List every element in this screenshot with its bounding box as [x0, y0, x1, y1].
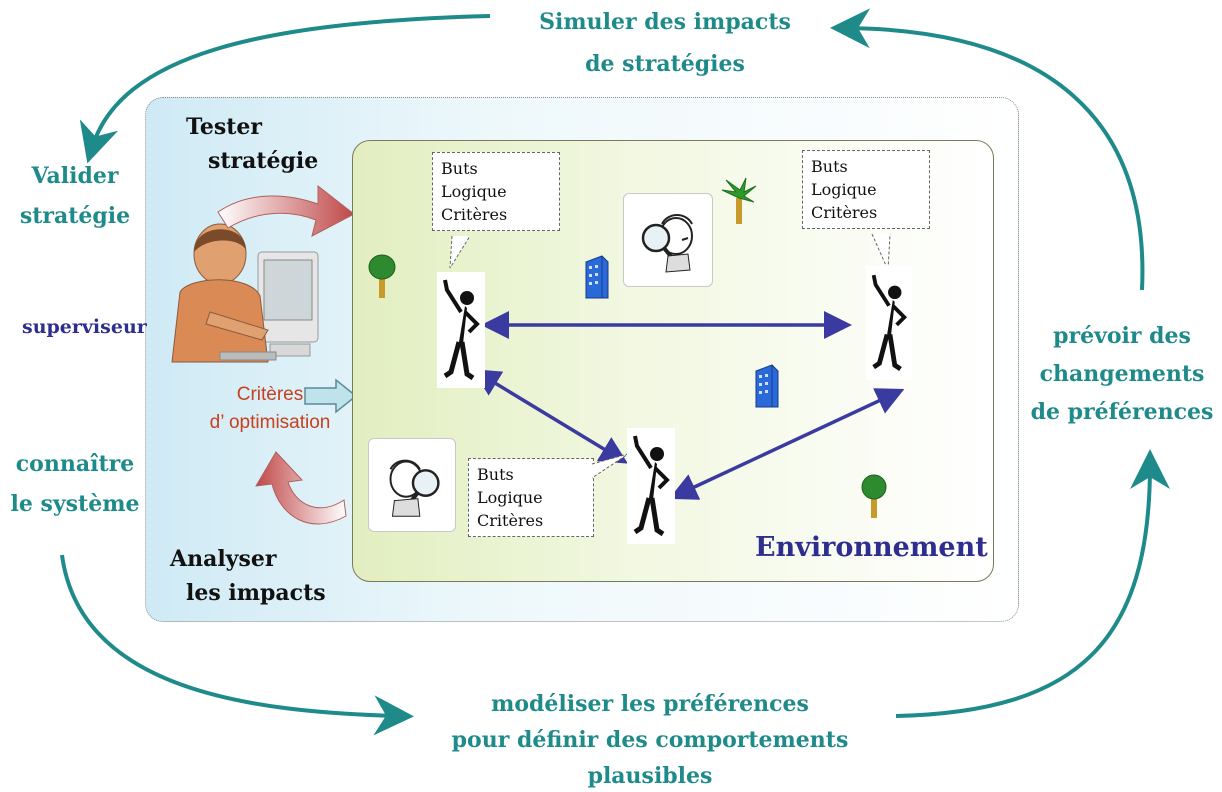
- callout1-tail: [449, 235, 471, 269]
- agent3-callout: Buts Logique Critères: [468, 458, 594, 537]
- agent1-callout: Buts Logique Critères: [432, 152, 560, 231]
- arrow-top-right: [830, 8, 1145, 291]
- foresee-text: prévoir des changements de préférences: [1022, 320, 1222, 428]
- know-line-1: connaître: [15, 451, 135, 477]
- link-agent1-agent3: [472, 369, 628, 464]
- callout3-criteria: Critères: [477, 511, 544, 530]
- validate-text: Valider stratégie: [0, 160, 150, 232]
- arrow-bottom-right: [895, 449, 1170, 718]
- tree-icon: [861, 474, 887, 518]
- agent-links: [472, 311, 905, 500]
- foresee-line-2: changements: [1039, 361, 1205, 387]
- model-line-1: modéliser les préférences: [491, 691, 809, 717]
- test-strategy-text: Tester stratégie: [186, 112, 318, 176]
- supervisor-label: superviseur: [22, 316, 147, 338]
- observer-card-bottom: [368, 438, 456, 532]
- know-line-2: le système: [10, 491, 140, 517]
- agent3-card: [627, 428, 675, 544]
- arrow-top-left: [79, 14, 491, 164]
- callout1-logic: Logique: [441, 182, 507, 201]
- analyse-line-2: les impacts: [186, 580, 326, 606]
- building-icon: [585, 255, 609, 299]
- link-agent3-agent2: [668, 388, 905, 500]
- top-text: Simuler des impacts de stratégies: [485, 6, 845, 80]
- validate-line-1: Valider: [31, 163, 119, 189]
- foresee-line-3: de préférences: [1030, 399, 1214, 425]
- callout1-goals: Buts: [441, 159, 478, 178]
- criteria-line-1: Critères: [236, 384, 304, 405]
- stick-figure-icon: [633, 435, 670, 537]
- callout3-tail: [591, 453, 629, 479]
- callout3-logic: Logique: [477, 488, 543, 507]
- analyse-text: Analyser les impacts: [170, 544, 326, 608]
- magnifier-person-icon: [641, 214, 693, 273]
- callout2-tail: [871, 233, 891, 271]
- callout1-criteria: Critères: [441, 205, 508, 224]
- foresee-line-1: prévoir des: [1053, 323, 1191, 349]
- top-text-line-1: Simuler des impacts: [539, 9, 791, 35]
- criteria-arrow: [304, 378, 358, 414]
- agent1-card: [437, 272, 485, 388]
- top-text-line-2: de stratégies: [585, 51, 745, 77]
- callout2-goals: Buts: [811, 157, 848, 176]
- test-line-1: Tester: [186, 114, 262, 140]
- agent2-callout: Buts Logique Critères: [802, 150, 930, 229]
- tree-icon: [368, 254, 396, 298]
- callout2-criteria: Critères: [811, 203, 878, 222]
- agent2-card: [866, 266, 912, 380]
- magnifier-person-icon: [389, 459, 440, 517]
- model-line-2: pour définir des comportements: [451, 727, 849, 753]
- cycle-arrows: [60, 8, 1170, 736]
- stick-figure-icon: [871, 274, 908, 371]
- criteria-text: Critères d’ optimisation: [195, 381, 345, 437]
- callout2-logic: Logique: [811, 180, 877, 199]
- test-line-2: stratégie: [208, 148, 319, 174]
- stick-figure-icon: [443, 279, 480, 381]
- analyse-line-1: Analyser: [170, 546, 277, 572]
- environment-label: Environnement: [755, 532, 988, 563]
- criteria-line-2: d’ optimisation: [209, 412, 331, 433]
- analyse-arrow: [255, 451, 347, 525]
- observer-card-top: [623, 193, 713, 287]
- callout3-goals: Buts: [477, 465, 514, 484]
- building-icon: [755, 364, 779, 408]
- know-system-text: connaître le système: [0, 448, 150, 520]
- palm-tree-icon: [721, 177, 757, 224]
- validate-line-2: stratégie: [19, 203, 131, 229]
- arrow-bottom-left: [60, 554, 414, 736]
- computer-user-icon: [171, 223, 319, 363]
